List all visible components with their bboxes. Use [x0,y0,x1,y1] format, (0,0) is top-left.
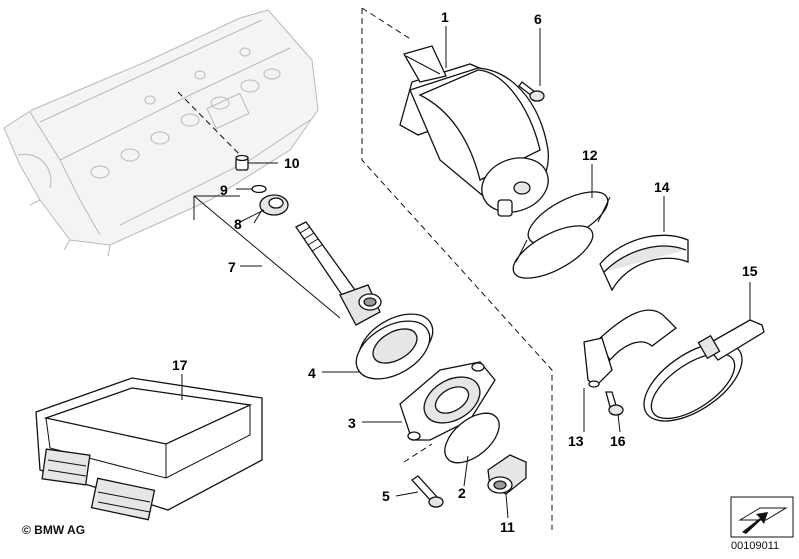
callout-5: 5 [382,488,390,504]
part-9-o-ring [251,184,267,194]
callout-17: 17 [172,357,188,373]
part-13-bracket [583,309,677,388]
callout-14: 14 [654,179,670,195]
part-7-drive-shaft [295,221,382,326]
part-2-o-ring [444,412,500,464]
part-10-sleeve [235,154,249,171]
part-5-bolt [403,443,444,508]
part-6-screw [518,81,545,102]
part-16-bolt [605,391,624,416]
callout-3: 3 [348,415,356,431]
part-3-flange [399,361,496,441]
copyright-notice: © BMW AG [22,523,86,537]
callout-6: 6 [534,11,542,27]
callout-15: 15 [742,263,758,279]
callout-16: 16 [610,433,626,449]
separator-panel-edge [361,8,553,530]
callout-9: 9 [220,182,228,198]
part-4-seal [355,313,434,380]
callout-4: 4 [308,365,316,381]
document-id: 00109011 [731,540,780,552]
cylinder-head-cover-ghost [3,9,319,257]
callout-1: 1 [441,9,449,25]
callout-12: 12 [582,147,598,163]
part-14-clamp-half [599,234,689,292]
part-11-nut [487,454,527,495]
assembly-axis [177,91,246,161]
part-15-hose-clamp [643,319,765,422]
leader-lines [181,26,751,519]
callout-7: 7 [228,259,236,275]
callout-13: 13 [568,433,584,449]
orientation-arrow-icon [730,496,794,538]
separator-panel-top [361,7,413,41]
group-bracket [193,195,341,319]
part-1-motor [399,45,549,217]
part-17-control-unit [35,377,263,521]
part-8-bearing [259,194,289,216]
callout-11: 11 [500,519,515,535]
callout-10: 10 [284,155,300,171]
callout-8: 8 [234,216,242,232]
callout-2: 2 [458,485,466,501]
part-12-ring [512,191,611,279]
